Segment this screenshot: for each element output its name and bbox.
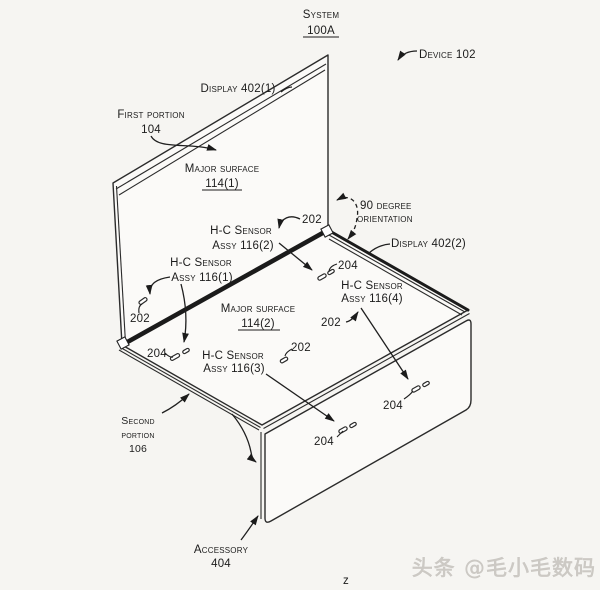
second-portion-arc-arrow	[231, 413, 257, 463]
device-leader-arrow	[397, 50, 418, 61]
deck-right-edge	[326, 228, 470, 312]
sensor2-label-line2: Assy 116(2)	[212, 240, 273, 252]
sensor-icon-204-2a	[317, 273, 327, 281]
ref202-sensor1-stem	[138, 303, 143, 314]
ref204-sensor4-stem	[403, 390, 414, 400]
accessory-ref: 404	[211, 558, 231, 570]
major-surface1-ref: 114(1)	[205, 178, 239, 190]
sensor-icon-204-4a	[411, 385, 421, 393]
orientation-arc-arrow	[336, 192, 359, 240]
z-axis-label: z	[343, 575, 349, 587]
ref-202-sensor4: 202	[321, 317, 341, 329]
orientation-label-line1: 90 degree	[360, 200, 412, 212]
hinge-edge	[119, 227, 331, 348]
ref-204-corner: 204	[147, 348, 167, 360]
device-label: Device 102	[419, 49, 476, 61]
second-portion-label-line2: portion	[121, 429, 154, 441]
first-portion-label: First portion	[117, 109, 184, 121]
system-label: System	[303, 9, 340, 21]
ref-202-sensor1: 202	[130, 313, 150, 325]
first-portion-ref: 104	[141, 124, 161, 136]
second-portion-ref: 106	[129, 443, 147, 455]
sensor3-label-line2: Assy 116(3)	[203, 363, 264, 375]
accessory-box	[260, 319, 472, 523]
ref202-sensor4-leader	[345, 311, 359, 323]
display2-leader	[368, 243, 391, 254]
sensor1-to-204-arrow	[180, 283, 189, 343]
sensor4-label-line2: Assy 116(4)	[341, 293, 402, 305]
ref-202-sensor3: 202	[291, 342, 311, 354]
ref204-corner-stem	[164, 352, 174, 358]
first-portion-arrow	[150, 135, 217, 151]
sensor4-to-204-arrow	[360, 307, 409, 380]
ref-204-sensor4: 204	[383, 400, 403, 412]
leader-arrows	[138, 50, 418, 541]
sensor-icon-204-3a	[338, 426, 348, 434]
ref202-sensor3-stem	[284, 348, 293, 357]
sensor-icon-204-3b	[349, 421, 357, 429]
toutiao-watermark: 头条 @毛小毛数码	[411, 556, 596, 580]
ref202-sensor2-leader	[277, 216, 301, 229]
second-portion-label-line1: Second	[121, 415, 154, 427]
display2-label: Display 402(2)	[391, 238, 466, 250]
hinge-corner-right	[320, 224, 334, 238]
ref204-hinge-stem	[328, 263, 338, 272]
second-portion-arrow	[161, 393, 190, 414]
first-portion-panel	[112, 54, 329, 346]
ref-202-sensor2: 202	[302, 214, 322, 226]
sensor-icon-202-3	[279, 356, 289, 364]
sensor1-label-line2: Assy 116(1)	[171, 272, 232, 284]
sensor3-to-204-arrow	[265, 373, 335, 422]
sensor-icon-204-2b	[327, 268, 335, 276]
accessory-label: Accessory	[194, 544, 249, 556]
major-surface2-label: Major surface	[221, 303, 296, 315]
sensor1-to-202-arrow	[145, 276, 171, 295]
sensor4-label-line1: H-C Sensor	[341, 280, 403, 292]
ref-204-hinge: 204	[338, 260, 358, 272]
orientation-label-line2: orientation	[357, 213, 413, 225]
major-surface1-label: Major surface	[185, 163, 260, 175]
sensor3-label-line1: H-C Sensor	[202, 350, 264, 362]
display1-leader	[280, 86, 293, 93]
ref-204-sensor3: 204	[314, 436, 334, 448]
sensor1-label-line1: H-C Sensor	[170, 257, 232, 269]
accessory-arrow	[240, 515, 259, 541]
sensor-icon-204-1a	[169, 353, 181, 361]
sensor-icon-204-1b	[182, 347, 190, 355]
major-surface2-ref: 114(2)	[241, 318, 275, 330]
sensor-icons	[138, 268, 430, 434]
ref204-sensor3-stem	[336, 430, 344, 438]
sensor2-label-line1: H-C Sensor	[210, 225, 272, 237]
figure-labels: System 100A Device 102 Display 402(1) Fi…	[117, 9, 475, 587]
system-ref: 100A	[307, 25, 335, 37]
sensor-icon-204-4b	[422, 380, 430, 388]
sensor2-to-204-arrow	[278, 242, 313, 271]
hinge-corner-left	[116, 336, 130, 350]
display1-label: Display 402(1)	[201, 83, 276, 95]
sensor-icon-202-1	[138, 297, 148, 305]
